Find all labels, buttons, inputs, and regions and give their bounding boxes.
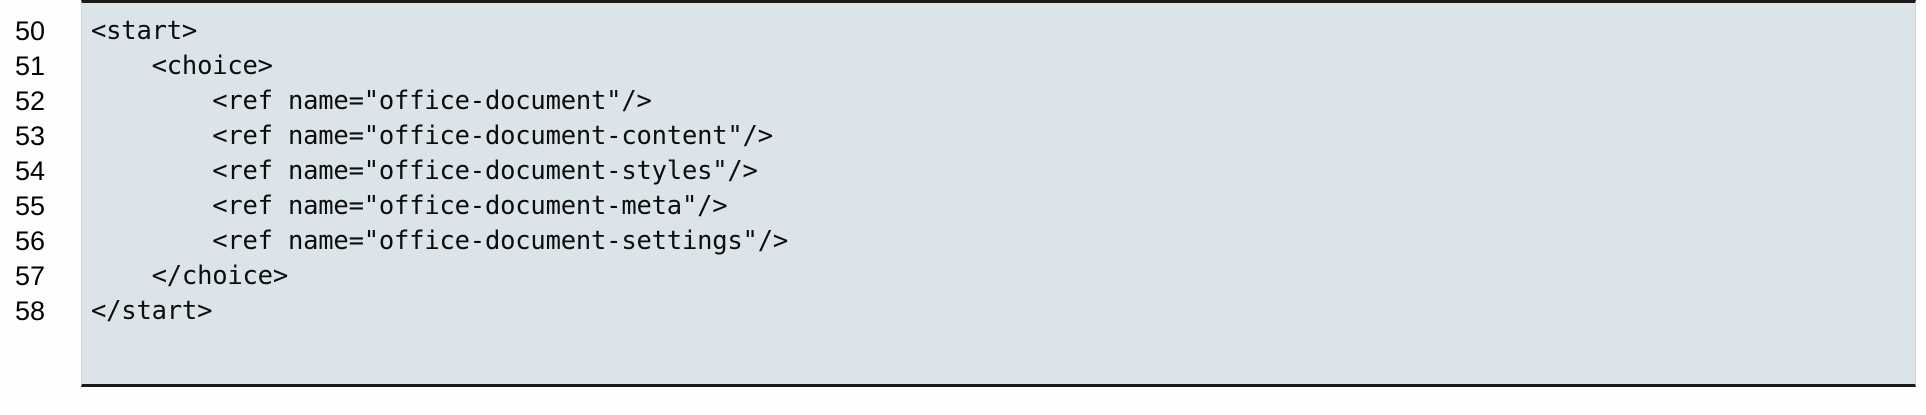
code-line: </choice>	[91, 261, 289, 291]
line-number: 50	[14, 16, 45, 46]
code-line: <ref name="office-document"/>	[91, 86, 652, 116]
code-line: <ref name="office-document-settings"/>	[91, 226, 789, 256]
code-line: <start>	[91, 16, 198, 46]
line-number: 57	[14, 261, 45, 291]
code-line: <ref name="office-document-content"/>	[91, 121, 773, 151]
line-number: 58	[14, 296, 45, 326]
line-number: 52	[14, 86, 45, 116]
code-line: <choice>	[91, 51, 273, 81]
line-number: 53	[14, 121, 45, 151]
line-number: 55	[14, 191, 45, 221]
code-line: <ref name="office-document-styles"/>	[91, 156, 758, 186]
line-number: 56	[14, 226, 45, 256]
code-line: </start>	[91, 296, 213, 326]
code-line: <ref name="office-document-meta"/>	[91, 191, 728, 221]
line-number-gutter: 50 51 52 53 54 55 56 57 58	[0, 0, 81, 329]
line-number: 51	[14, 51, 45, 81]
line-number: 54	[14, 156, 45, 186]
code-block[interactable]: <start> <choice> <ref name="office-docum…	[81, 0, 1916, 387]
